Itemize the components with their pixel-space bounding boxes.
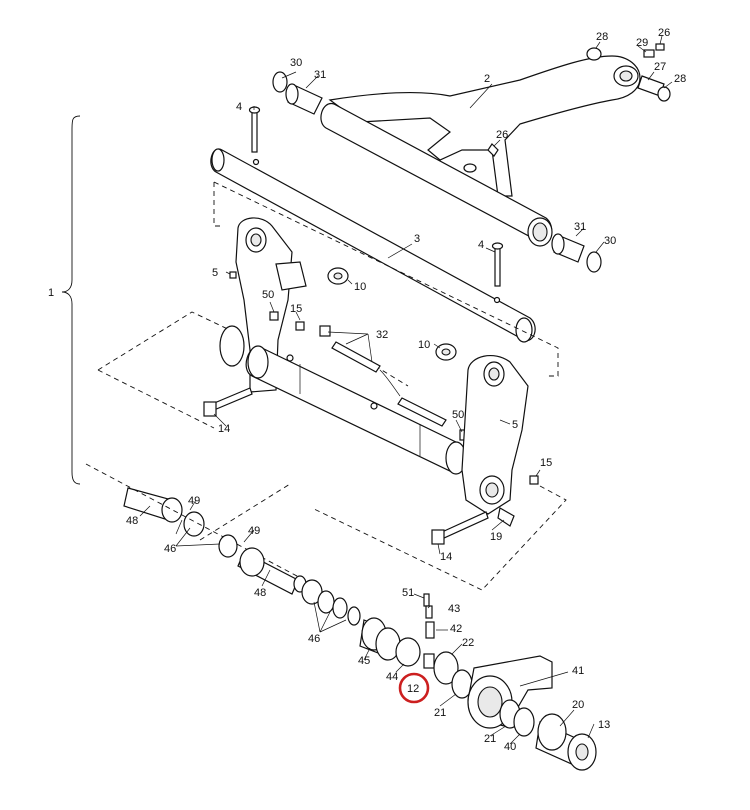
ring-40 [513,707,535,737]
callout-51: 51 [402,587,414,599]
callout-4a: 4 [236,101,242,113]
callout-14a: 14 [218,423,230,435]
callout-50a: 50 [262,289,274,301]
callout-12: 12 [407,683,419,695]
callout-46b: 46 [308,633,320,645]
assembly-brace [61,115,81,485]
callout-4b: 4 [478,239,484,251]
fitting-route-line [379,369,401,397]
callout-48b: 48 [254,587,266,599]
callout-45: 45 [358,655,370,667]
callout-49a: 49 [188,495,200,507]
leader-lines [139,35,673,745]
wheel-13 [535,713,597,771]
rings-46 [301,579,361,626]
callout-15b: 15 [540,457,552,469]
callout-27: 27 [654,61,666,73]
bushing-31-upper [285,83,323,115]
bolt-4-lower [491,242,504,287]
callout-31b: 31 [574,221,586,233]
ring-28-left [586,47,602,61]
callout-13: 13 [598,719,610,731]
bushing-45 [359,617,401,661]
callout-21a: 21 [434,707,446,719]
callout-26b: 26 [496,129,508,141]
guide-line-lower [97,311,567,591]
spacer-12 [423,653,435,669]
bolt-4-upper [248,106,261,153]
fitting-parts-top-right [487,43,671,157]
callout-44: 44 [386,671,398,683]
callout-2: 2 [484,73,490,85]
callout-21b: 21 [484,733,496,745]
callout-14b: 14 [440,551,452,563]
ring-44 [395,637,421,667]
callout-28a: 28 [596,31,608,43]
cross-shaft [210,148,536,343]
callout-30b: 30 [604,235,616,247]
callout-3: 3 [414,233,420,245]
callout-42: 42 [450,623,462,635]
callout-15a: 15 [290,303,302,315]
highlight-ring [398,672,430,704]
right-arm-bracket [461,354,539,527]
axle-tube [219,325,468,475]
ring-30-right [586,251,602,273]
callout-5a: 5 [212,267,218,279]
callout-29: 29 [636,37,648,49]
callout-40: 40 [504,741,516,753]
washer-10-lower-hole [441,348,451,356]
callout-20: 20 [572,699,584,711]
callout-5b: 5 [512,419,518,431]
callout-28b: 28 [674,73,686,85]
callout-32: 32 [376,329,388,341]
frame-part [328,55,641,197]
callout-48a: 48 [126,515,138,527]
callout-10a: 10 [354,281,366,293]
callout-1: 1 [48,287,54,299]
upper-shaft [320,103,553,247]
bolt-14-left [203,387,253,417]
callout-19: 19 [490,531,502,543]
callout-10b: 10 [418,339,430,351]
callout-50b: 50 [452,409,464,421]
pin-48-lower [218,534,307,595]
washer-10-upper-hole [333,272,343,280]
bolt-14-right [431,511,489,545]
pin-48-upper [123,487,205,537]
bushing-31-right [551,233,585,263]
callout-46a: 46 [164,543,176,555]
ring-22 [433,651,459,685]
ring-30-upper [272,71,288,93]
callout-49b: 49 [248,525,260,537]
callout-41: 41 [572,665,584,677]
callout-30a: 30 [290,57,302,69]
callout-22: 22 [462,637,474,649]
guide-line-pin [85,463,313,585]
callout-43: 43 [448,603,460,615]
callout-26a: 26 [658,27,670,39]
callout-31a: 31 [314,69,326,81]
dowel-pins [423,593,435,639]
guide-line-upper [213,181,559,377]
